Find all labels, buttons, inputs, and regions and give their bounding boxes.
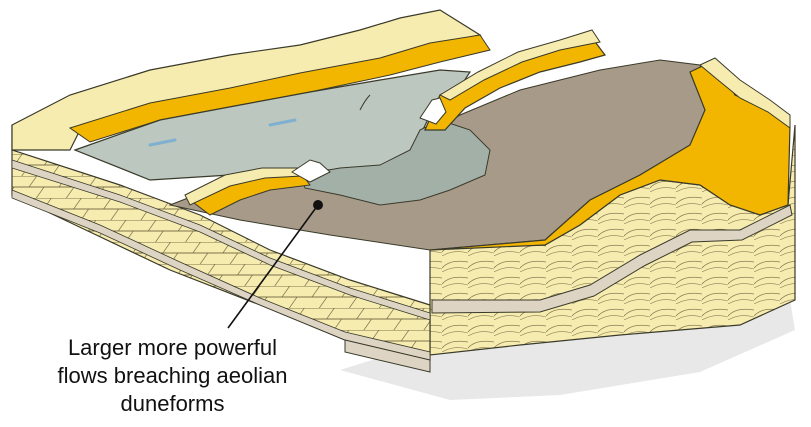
- annotation-line-3: duneforms: [0, 391, 345, 417]
- annotation-line-2: flows breaching aeolian: [0, 363, 345, 389]
- annotation-line-1: Larger more powerful: [0, 335, 345, 361]
